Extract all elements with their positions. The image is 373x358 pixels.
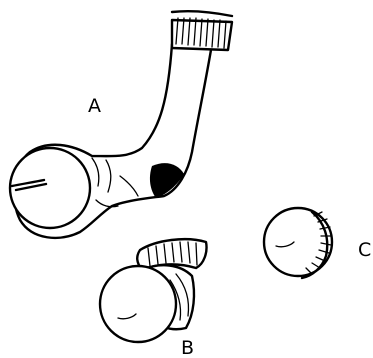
label-b: B bbox=[181, 337, 194, 358]
sock-c-drawing bbox=[264, 208, 332, 278]
label-c: C bbox=[358, 239, 371, 261]
sock-a-drawing bbox=[10, 11, 232, 238]
sock-b-ball bbox=[100, 266, 176, 342]
label-a: A bbox=[88, 95, 101, 117]
sock-b-drawing bbox=[100, 239, 207, 342]
